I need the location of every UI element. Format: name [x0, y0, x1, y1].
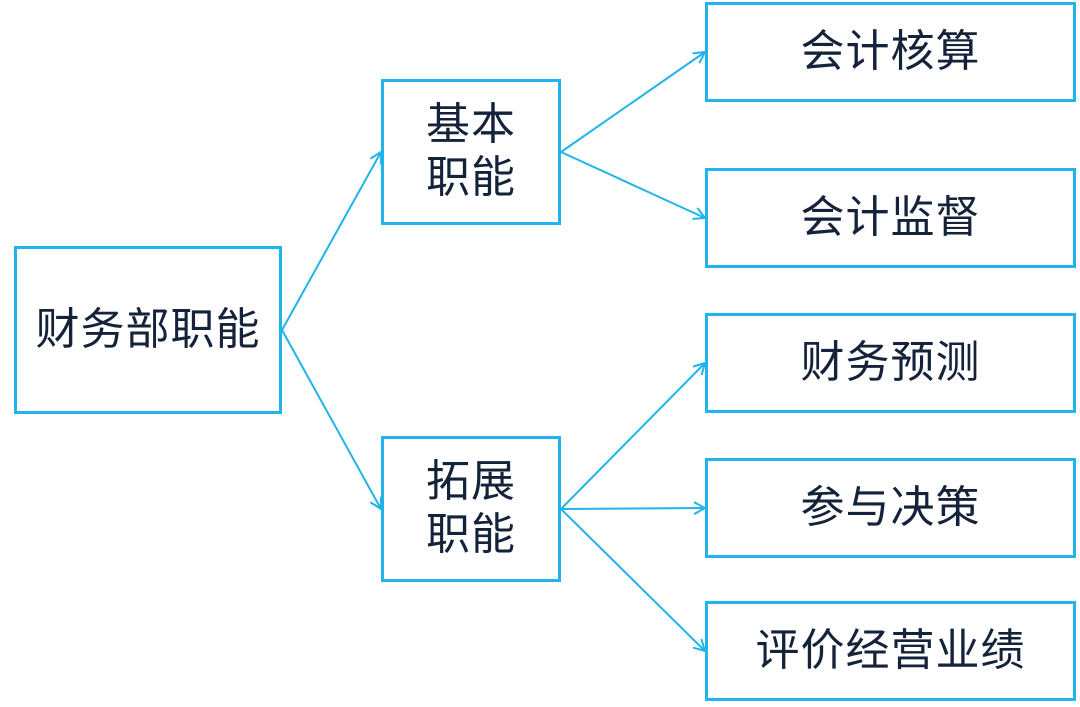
arrow-ext-to-evaluation [560, 508, 705, 651]
leaf-node-accounting: 会计核算 [705, 2, 1076, 102]
arrow-basic-to-accounting [560, 52, 705, 153]
leaf-forecast-label: 财务预测 [800, 336, 981, 388]
leaf-accounting-label: 会计核算 [800, 25, 981, 77]
leaf-node-supervision: 会计监督 [705, 168, 1076, 268]
arrow-ext-to-forecast [560, 363, 705, 510]
arrow-ext-to-decision [560, 508, 705, 509]
leaf-node-decision: 参与决策 [705, 458, 1076, 558]
arrow-root-to-extended [281, 329, 381, 509]
root-node-finance-functions: 财务部职能 [14, 246, 282, 414]
branch-basic-label: 基本 职能 [426, 99, 516, 203]
branch-node-extended-functions: 拓展 职能 [381, 436, 561, 582]
arrow-root-to-basic [281, 152, 381, 331]
leaf-evaluation-label: 评价经营业绩 [755, 624, 1026, 676]
leaf-node-evaluation: 评价经营业绩 [705, 601, 1076, 701]
leaf-supervision-label: 会计监督 [800, 191, 981, 243]
root-node-label: 财务部职能 [35, 303, 261, 355]
arrow-basic-to-supervision [560, 151, 705, 218]
leaf-decision-label: 参与决策 [800, 481, 981, 533]
branch-extended-label: 拓展 职能 [426, 456, 516, 560]
branch-node-basic-functions: 基本 职能 [381, 79, 561, 225]
leaf-node-forecast: 财务预测 [705, 313, 1076, 413]
